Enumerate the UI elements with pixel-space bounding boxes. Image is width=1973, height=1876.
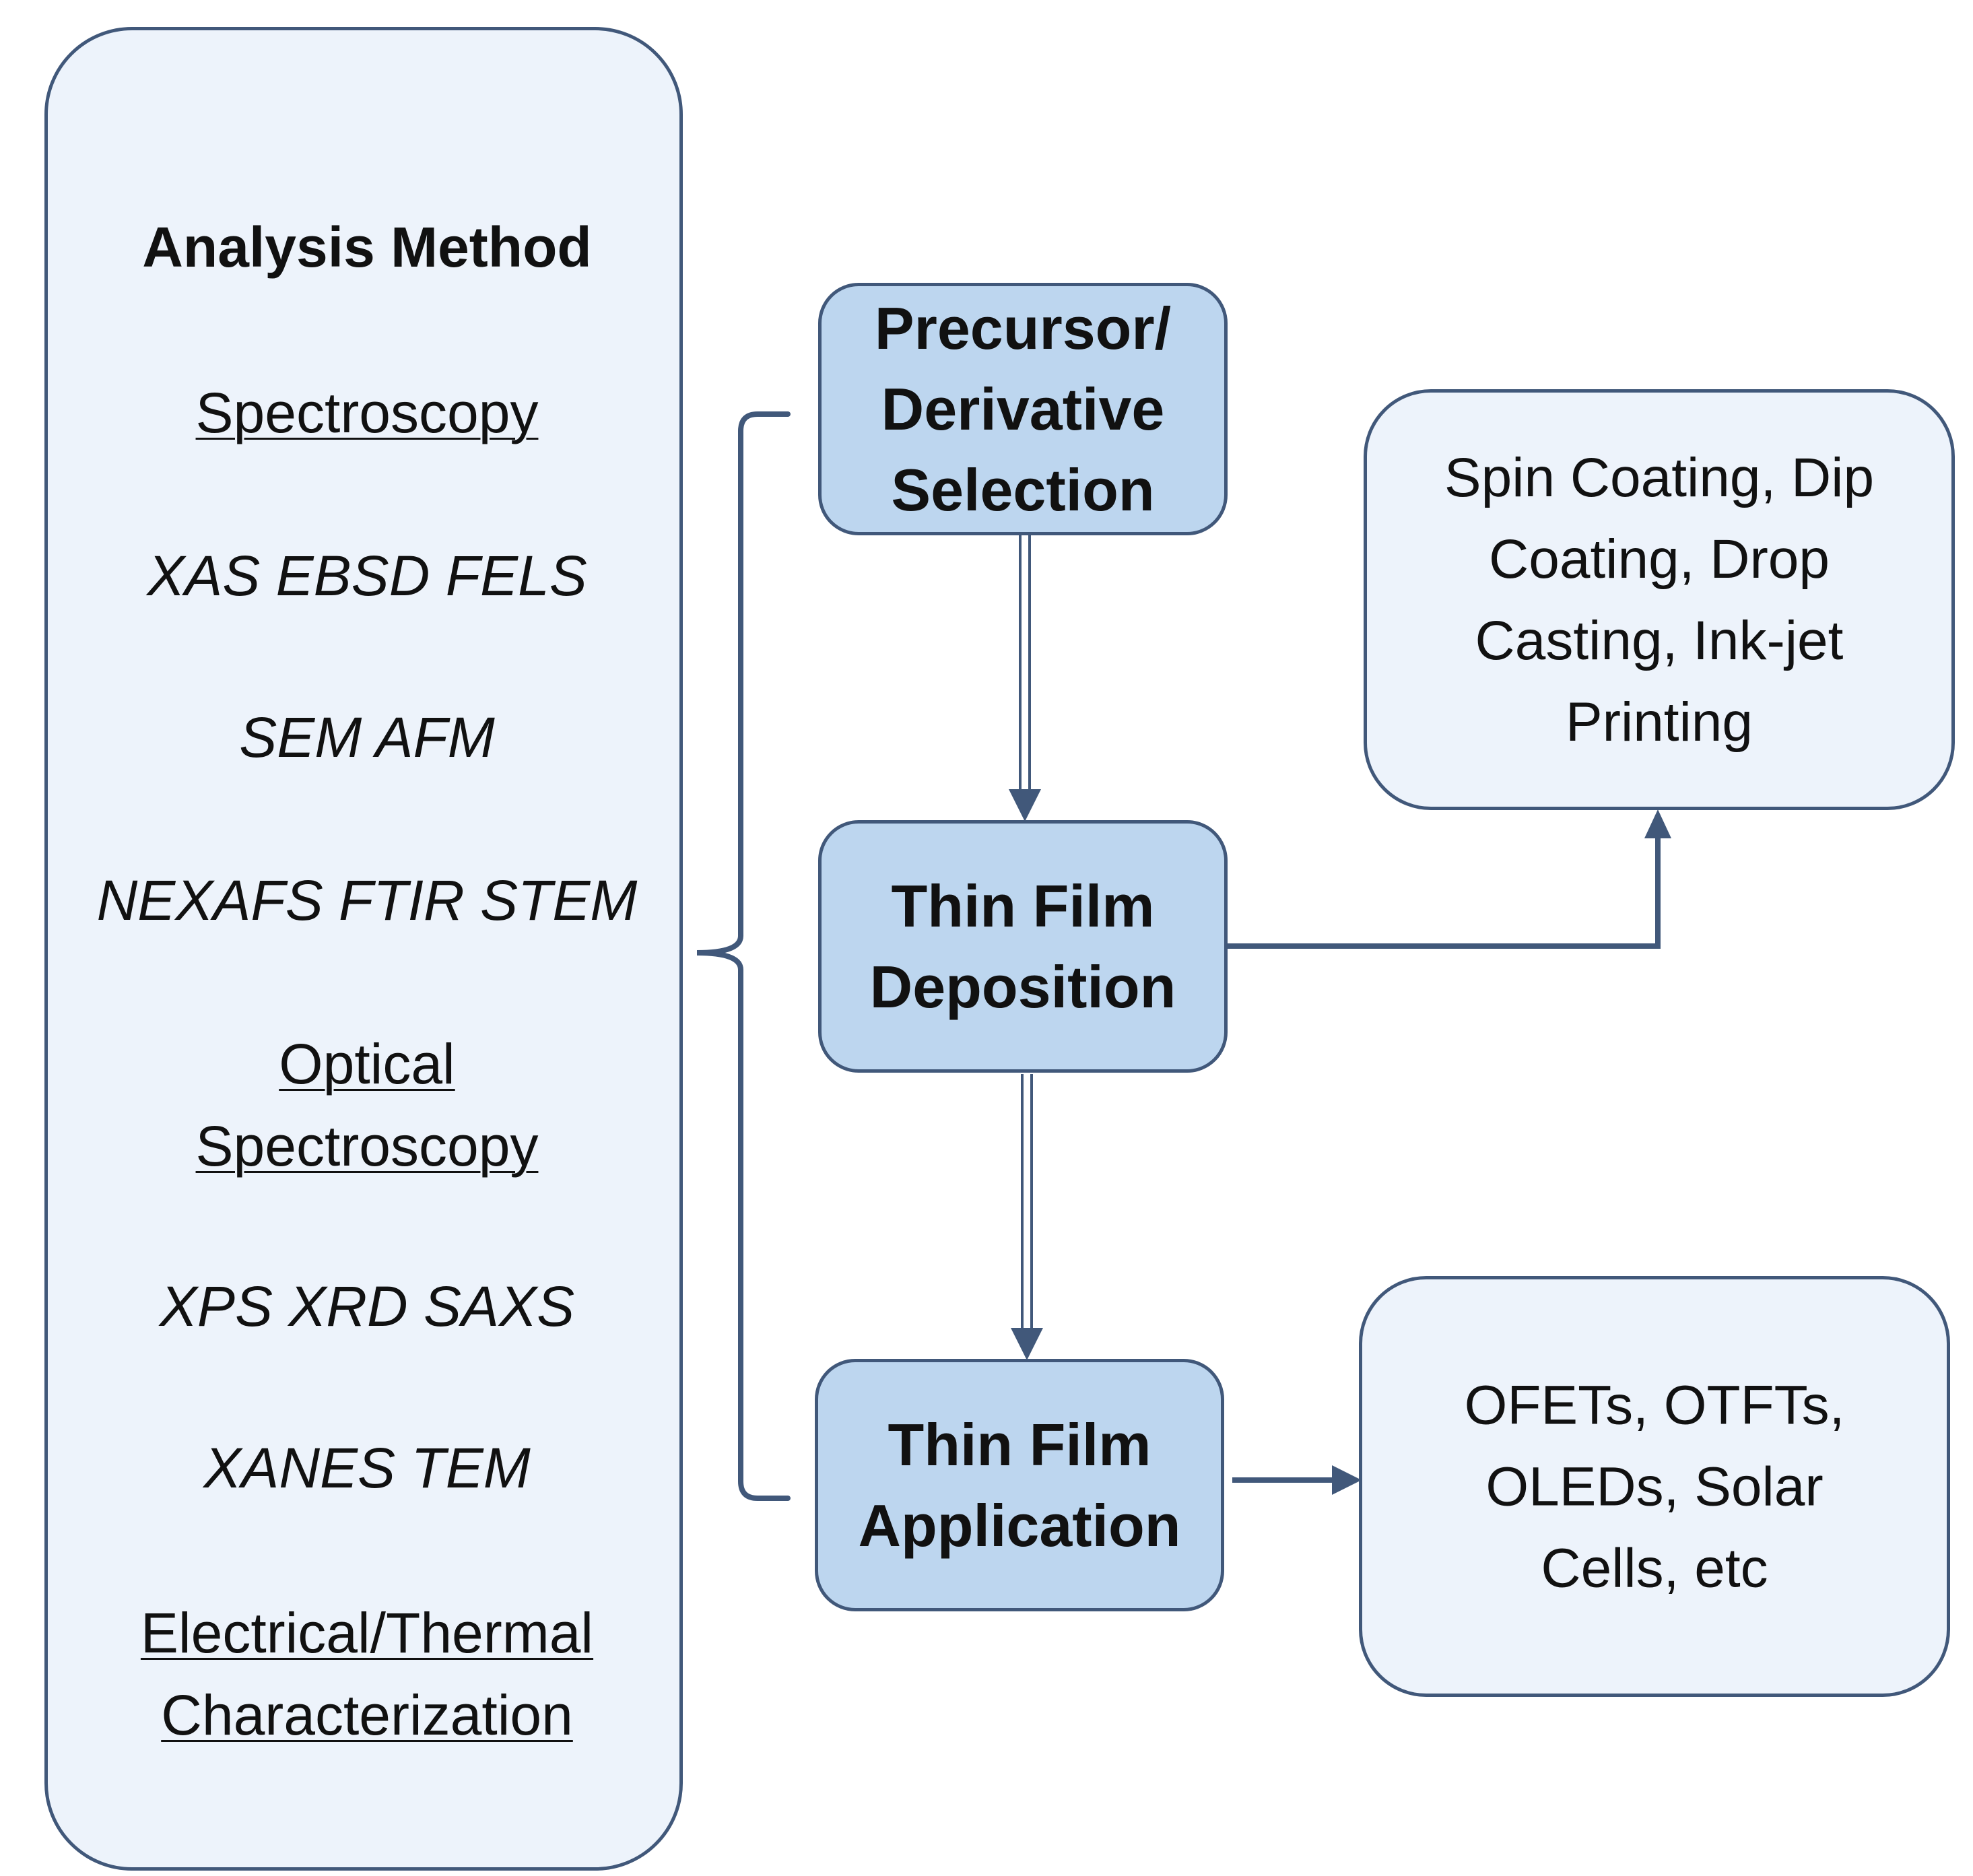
step-precursor-selection-text: Precursor/ Derivative Selection — [822, 288, 1224, 531]
analysis-category: Electrical/Thermal — [140, 1601, 594, 1665]
analysis-category: Spectroscopy — [195, 381, 539, 444]
side-line: Spin Coating, Dip — [1444, 446, 1875, 508]
analysis-category: Characterization — [161, 1683, 573, 1747]
applications-text: OFETs, OTFTs, OLEDs, Solar Cells, etc — [1362, 1364, 1947, 1609]
applications-box: OFETs, OTFTs, OLEDs, Solar Cells, etc — [1359, 1276, 1950, 1697]
step-thin-film-application: Thin Film Application — [815, 1359, 1224, 1611]
step-line: Selection — [891, 456, 1155, 523]
step-line: Thin Film — [891, 872, 1155, 939]
analysis-method-title: Analysis Method — [142, 215, 592, 279]
arrow-selection-to-deposition — [1009, 535, 1041, 822]
grouping-brace — [696, 411, 791, 1501]
side-line: Printing — [1565, 691, 1753, 753]
analysis-technique: NEXAFS FTIR STEM — [96, 869, 638, 932]
step-thin-film-application-text: Thin Film Application — [818, 1405, 1221, 1566]
analysis-category: Optical — [279, 1032, 455, 1096]
step-thin-film-deposition-text: Thin Film Deposition — [822, 866, 1224, 1028]
analysis-category: Spectroscopy — [195, 1114, 539, 1178]
step-thin-film-deposition: Thin Film Deposition — [818, 820, 1228, 1073]
arrow-deposition-to-methods — [1227, 809, 1671, 949]
analysis-technique: SEM AFM — [239, 706, 495, 769]
side-line: OLEDs, Solar — [1485, 1456, 1824, 1517]
side-line: OFETs, OTFTs, — [1464, 1374, 1845, 1436]
arrow-deposition-to-application — [1011, 1074, 1043, 1360]
step-line: Thin Film — [888, 1411, 1151, 1478]
step-line: Precursor/ — [874, 294, 1172, 362]
side-line: Casting, Ink-jet — [1475, 609, 1844, 671]
analysis-technique: XANES TEM — [203, 1436, 531, 1500]
step-line: Derivative — [881, 375, 1165, 442]
step-line: Deposition — [869, 953, 1176, 1020]
side-line: Coating, Drop — [1489, 528, 1830, 590]
analysis-technique: XPS XRD SAXS — [159, 1275, 575, 1338]
deposition-methods-text: Spin Coating, Dip Coating, Drop Casting,… — [1367, 437, 1951, 763]
step-precursor-selection: Precursor/ Derivative Selection — [818, 283, 1228, 535]
analysis-technique: XAS EBSD FELS — [147, 544, 587, 607]
deposition-methods-box: Spin Coating, Dip Coating, Drop Casting,… — [1364, 389, 1955, 810]
step-line: Application — [858, 1492, 1181, 1559]
side-line: Cells, etc — [1541, 1537, 1768, 1599]
arrow-application-to-devices — [1232, 1465, 1362, 1495]
